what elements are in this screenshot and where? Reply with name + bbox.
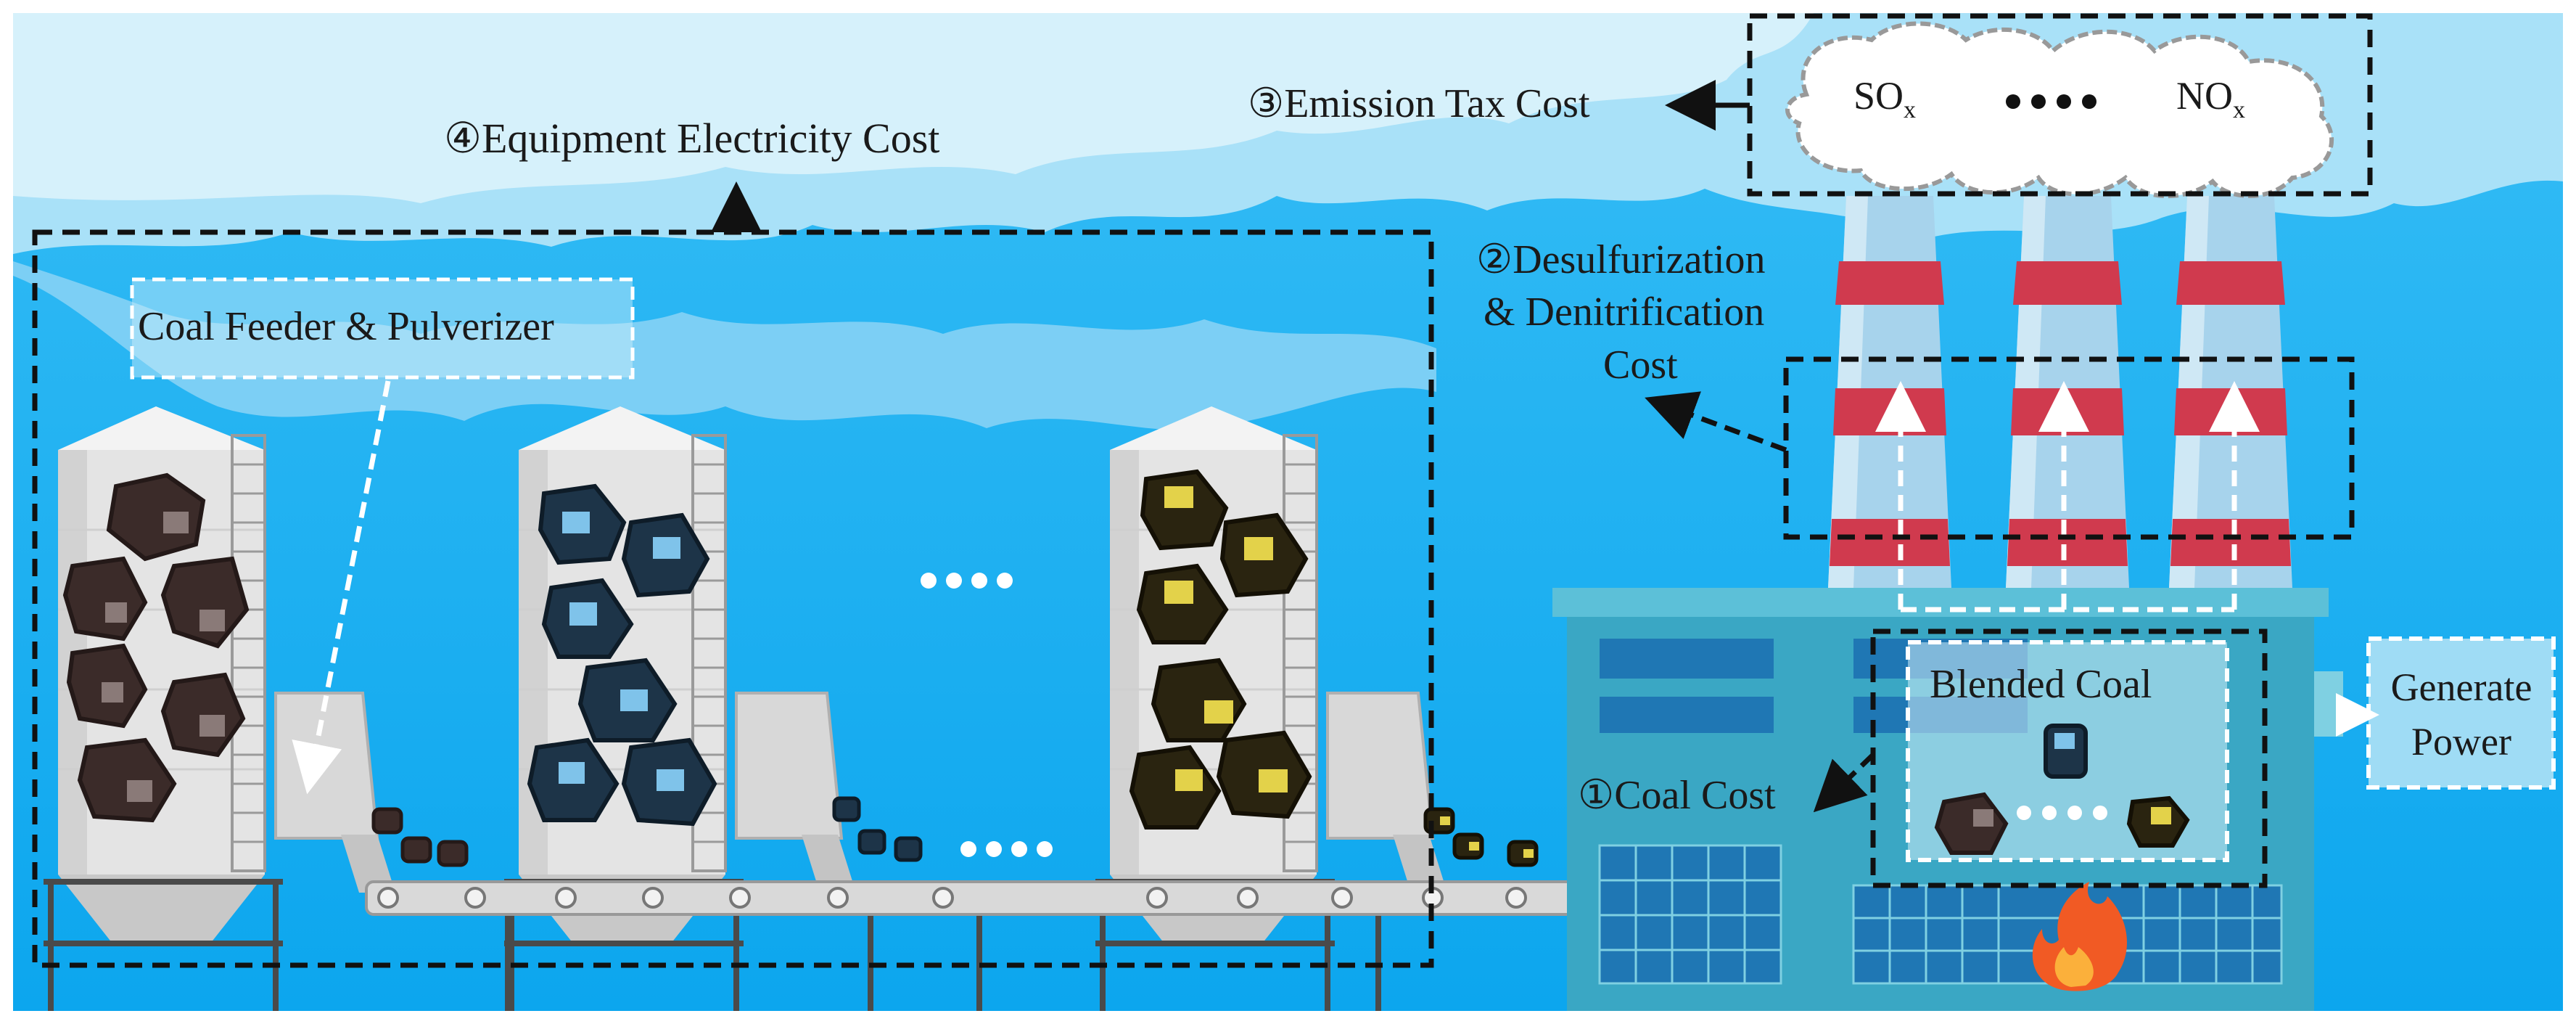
generate-power-label-1: Generate [2390, 665, 2532, 709]
sox-label: SOx [1853, 76, 1916, 123]
feeder-label-box [130, 277, 635, 380]
coal-cost-label: ①Coal Cost [1578, 773, 1776, 818]
feeder-arrow [292, 380, 391, 795]
sox-sub: x [1904, 96, 1917, 123]
desulfurization-label-2: & Denitrification [1484, 290, 1765, 335]
flue-gas-arrows [1875, 381, 2260, 613]
generate-power-box [2336, 636, 2556, 790]
conveyor-belt [365, 880, 1576, 1011]
desulfurization-label-1: ②Desulfurization [1476, 237, 1766, 282]
hopper-2 [735, 692, 856, 893]
emission-tax-cost-label: ③Emission Tax Cost [1248, 81, 1590, 126]
blended-coal-label: Blended Coal [1930, 662, 2152, 707]
equipment-frame [32, 229, 1434, 968]
ellipsis-silos [921, 573, 1013, 589]
emission-cloud [1785, 21, 2334, 199]
nox-sub: x [2233, 96, 2245, 123]
nox-label: NOx [2176, 76, 2245, 123]
coal-feeder-label: Coal Feeder & Pulverizer [138, 304, 554, 349]
chimneys [1828, 196, 2292, 588]
conveyor-coal [371, 796, 1539, 867]
desulfurization-label-3: Cost [1603, 343, 1678, 388]
coal-frame [1870, 628, 2268, 888]
silo-brown [44, 406, 283, 1011]
equipment-cost-label: ④Equipment Electricity Cost [444, 115, 940, 162]
connector-arrows [711, 80, 1875, 813]
silo-yellow [1095, 406, 1335, 1011]
ellipsis-conveyor [960, 841, 1053, 857]
coal-cost-arrow [1813, 753, 1875, 813]
desulfurization-arrow [1645, 391, 1787, 453]
emission-frame [1747, 13, 2373, 197]
fire-icon [2032, 882, 2127, 991]
silo-blue [504, 406, 744, 1011]
blended-coal-pieces [1934, 724, 2190, 855]
desulfurization-frame [1783, 356, 2355, 540]
generate-power-label-2: Power [2411, 720, 2511, 763]
cost-frames [32, 13, 2373, 968]
sox-main: SO [1853, 74, 1904, 118]
nox-main: NO [2176, 74, 2233, 118]
